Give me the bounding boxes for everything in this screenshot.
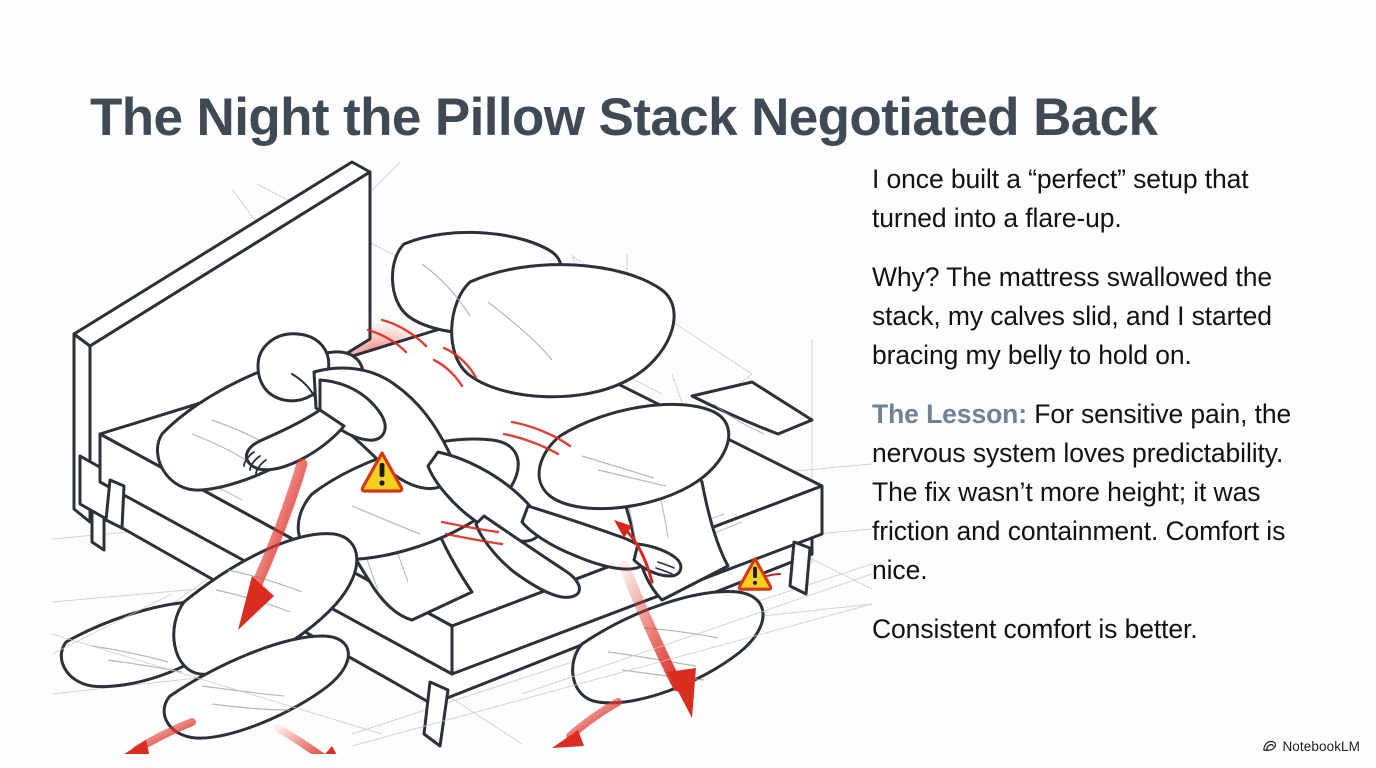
- paragraph-intro: I once built a “perfect” setup that turn…: [872, 164, 1249, 233]
- lesson-body: For sensitive pain, the nervous system l…: [872, 399, 1292, 585]
- floor-guides: [52, 573, 872, 747]
- body-text-column: I once built a “perfect” setup that turn…: [872, 160, 1304, 649]
- motion-arrows: [124, 458, 781, 754]
- lesson-label: The Lesson:: [872, 399, 1027, 429]
- bed-pillow-illustration: [52, 134, 872, 754]
- pain-accent-lines: [366, 318, 572, 546]
- sleeping-figure: [243, 332, 683, 599]
- warning-triangle-icon-mattress: [360, 451, 404, 493]
- notebooklm-logo-icon: [1262, 739, 1277, 754]
- bed-legs: [104, 478, 812, 748]
- notebooklm-watermark: NotebookLM: [1262, 739, 1360, 754]
- fallen-pillows-left-creases: [91, 569, 303, 711]
- fallen-pillow-right: [571, 590, 765, 705]
- paragraph-why: Why? The mattress swallowed the stack, m…: [872, 262, 1272, 370]
- notebooklm-label: NotebookLM: [1282, 739, 1360, 754]
- page-title: The Night the Pillow Stack Negotiated Ba…: [90, 87, 1158, 147]
- paragraph-lesson: The Lesson: For sensitive pain, the nerv…: [872, 395, 1304, 590]
- paragraph-closing: Consistent comfort is better.: [872, 614, 1198, 644]
- warning-triangle-icon-floor: [737, 557, 773, 591]
